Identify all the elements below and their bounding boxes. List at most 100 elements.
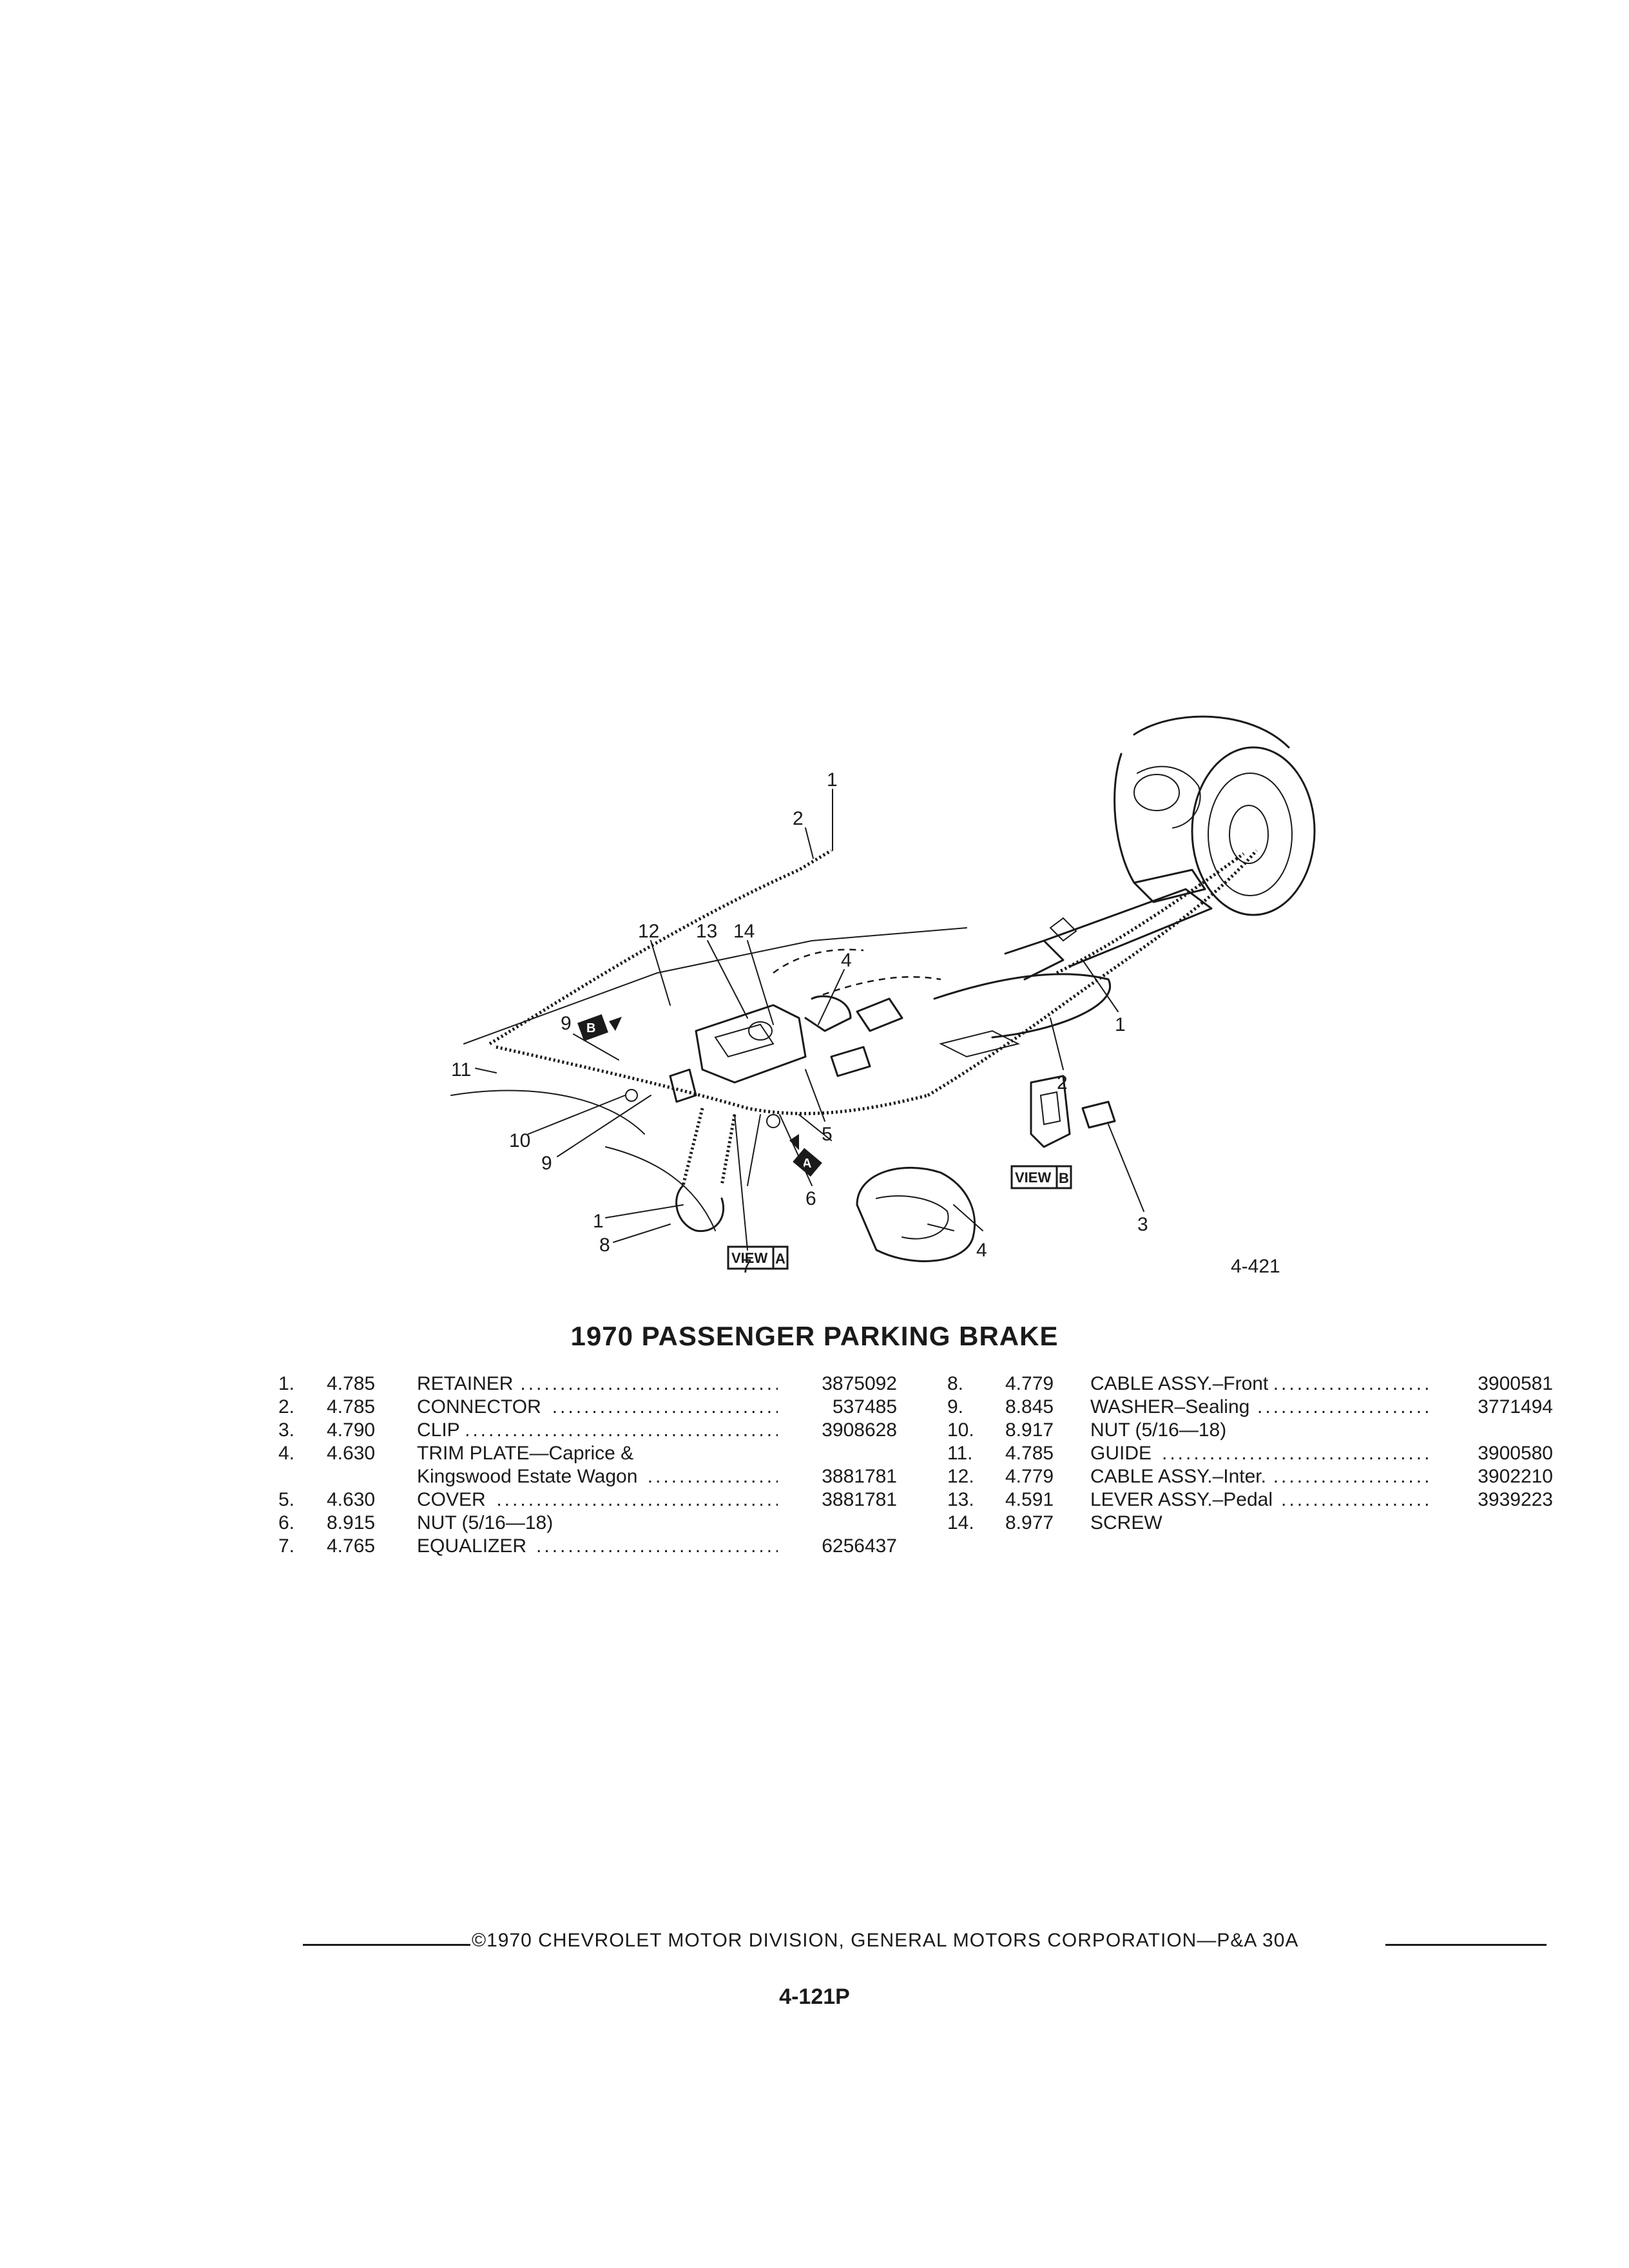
figure-id: 4-421 [1231, 1256, 1280, 1277]
parts-list-left: 1.4.785.................................… [278, 1372, 897, 1558]
part-description-text: RETAINER [417, 1373, 520, 1394]
callout-4-top: 4 [841, 950, 852, 971]
item-number: 2. [278, 1396, 295, 1418]
item-number: 3. [278, 1419, 295, 1441]
rear-wheel-drum [1113, 715, 1316, 916]
equalizer-and-trim [625, 997, 903, 1186]
part-number: 3900580 [1478, 1443, 1553, 1464]
parts-row: 9.8.845.................................… [947, 1396, 1566, 1419]
floor-pan [450, 927, 1020, 1231]
part-description-text: Kingswood Estate Wagon [417, 1466, 644, 1487]
part-description-text: CABLE ASSY.–Inter. [1090, 1466, 1273, 1487]
part-number: 3902210 [1478, 1466, 1553, 1487]
dot-leader: ........................................… [417, 1419, 778, 1441]
parts-row: 5.4.630.................................… [278, 1488, 897, 1512]
page-title: 1970 PASSENGER PARKING BRAKE [570, 1321, 1059, 1351]
part-description-text: GUIDE [1090, 1443, 1159, 1464]
callout-1-right: 1 [1115, 1014, 1126, 1035]
group-code: 4.630 [327, 1443, 376, 1464]
callout-14: 14 [733, 921, 755, 942]
part-description: LEVER ASSY.–Pedal [1090, 1488, 1279, 1512]
item-number: 9. [947, 1396, 964, 1418]
group-code: 4.785 [327, 1396, 376, 1418]
part-description: SCREW [1090, 1512, 1169, 1535]
part-description-text: NUT (5/16—18) [417, 1512, 560, 1533]
group-code: 8.845 [1005, 1396, 1054, 1418]
part-description-text: NUT (5/16—18) [1090, 1419, 1233, 1441]
parts-row: 11.4.785................................… [947, 1442, 1566, 1465]
view-b-label: VIEW [1015, 1169, 1051, 1186]
part-description: COVER [417, 1488, 492, 1512]
callout-numbers: 1 2 12 13 14 4 9 11 10 9 1 8 7 6 5 4 3 1… [451, 769, 1148, 1277]
callout-13: 13 [696, 921, 717, 942]
callout-1-left: 1 [593, 1211, 604, 1232]
part-number: 3900581 [1478, 1373, 1553, 1394]
group-code: 8.915 [327, 1512, 376, 1533]
diagram-svg: VIEW A VIEW B B A [450, 715, 1316, 1277]
part-description-text: TRIM PLATE—Caprice & [417, 1443, 641, 1464]
item-number: 10. [947, 1419, 974, 1441]
item-number: 7. [278, 1535, 295, 1557]
copyright-text: ©1970 CHEVROLET MOTOR DIVISION, GENERAL … [472, 1930, 1299, 1951]
view-b-detail: VIEW B [1010, 1075, 1116, 1189]
direction-arrow-b: B [577, 1014, 622, 1041]
parts-row: 12.4.779................................… [947, 1465, 1566, 1488]
part-description-text: CLIP [417, 1419, 467, 1441]
footer-rule-right [1385, 1944, 1547, 1946]
part-number: 3875092 [822, 1373, 897, 1394]
callout-12: 12 [638, 921, 659, 942]
parts-row: 13.4.591................................… [947, 1488, 1566, 1512]
callout-5: 5 [822, 1124, 833, 1145]
part-description: TRIM PLATE—Caprice & [417, 1442, 641, 1465]
callout-7: 7 [741, 1256, 752, 1277]
callout-6: 6 [805, 1188, 816, 1209]
item-number: 13. [947, 1489, 974, 1510]
item-number: 5. [278, 1489, 295, 1510]
view-a-detail: VIEW A [727, 1166, 976, 1270]
item-number: 4. [278, 1443, 295, 1464]
part-description: Kingswood Estate Wagon [417, 1465, 644, 1488]
group-code: 4.765 [327, 1535, 376, 1557]
callout-4-bottom: 4 [976, 1240, 987, 1261]
direction-arrow-a: A [789, 1134, 822, 1177]
footer-rule-left [303, 1944, 470, 1946]
part-description: RETAINER [417, 1372, 520, 1396]
item-number: 11. [947, 1443, 973, 1464]
parts-row: 6. 8.915 NUT (5/16—18) [278, 1512, 897, 1535]
parts-row: 3.4.790.................................… [278, 1419, 897, 1442]
item-number: 8. [947, 1373, 964, 1394]
group-code: 4.779 [1005, 1466, 1054, 1487]
part-description: WASHER–Sealing [1090, 1396, 1257, 1419]
arrow-a-letter: A [802, 1157, 811, 1171]
parts-row: 1.4.785.................................… [278, 1372, 897, 1396]
group-code: 4.779 [1005, 1373, 1054, 1394]
part-description-text: SCREW [1090, 1512, 1169, 1533]
callout-11: 11 [451, 1059, 471, 1081]
view-a-label: VIEW [731, 1250, 767, 1266]
parts-row: 2.4.785.................................… [278, 1396, 897, 1419]
part-description: CABLE ASSY.–Front [1090, 1372, 1275, 1396]
parts-list-right: 8.4.779.................................… [947, 1372, 1566, 1535]
part-description: CLIP [417, 1419, 467, 1442]
part-description: CONNECTOR [417, 1396, 548, 1419]
arrow-b-letter: B [586, 1021, 595, 1035]
callout-9-top: 9 [561, 1013, 572, 1034]
group-code: 4.785 [327, 1373, 376, 1394]
part-description-text: CONNECTOR [417, 1396, 548, 1418]
group-code: 8.977 [1005, 1512, 1054, 1533]
brake-cables [488, 849, 1258, 1186]
item-number: 6. [278, 1512, 295, 1533]
pedal-lever-assembly [669, 995, 852, 1233]
part-description: GUIDE [1090, 1442, 1159, 1465]
part-description: NUT (5/16—18) [1090, 1419, 1233, 1442]
parts-row: 7.4.765.................................… [278, 1535, 897, 1558]
part-number: 6256437 [822, 1535, 897, 1557]
page-number: 4-121P [779, 1984, 850, 2009]
parts-row: 4. 4.630 TRIM PLATE—Caprice & [278, 1442, 897, 1465]
group-code: 4.785 [1005, 1443, 1054, 1464]
view-b-letter: B [1059, 1170, 1069, 1186]
part-description: CABLE ASSY.–Inter. [1090, 1465, 1273, 1488]
part-number: 537485 [832, 1396, 897, 1418]
parking-brake-diagram: VIEW A VIEW B B A [412, 696, 1353, 1302]
